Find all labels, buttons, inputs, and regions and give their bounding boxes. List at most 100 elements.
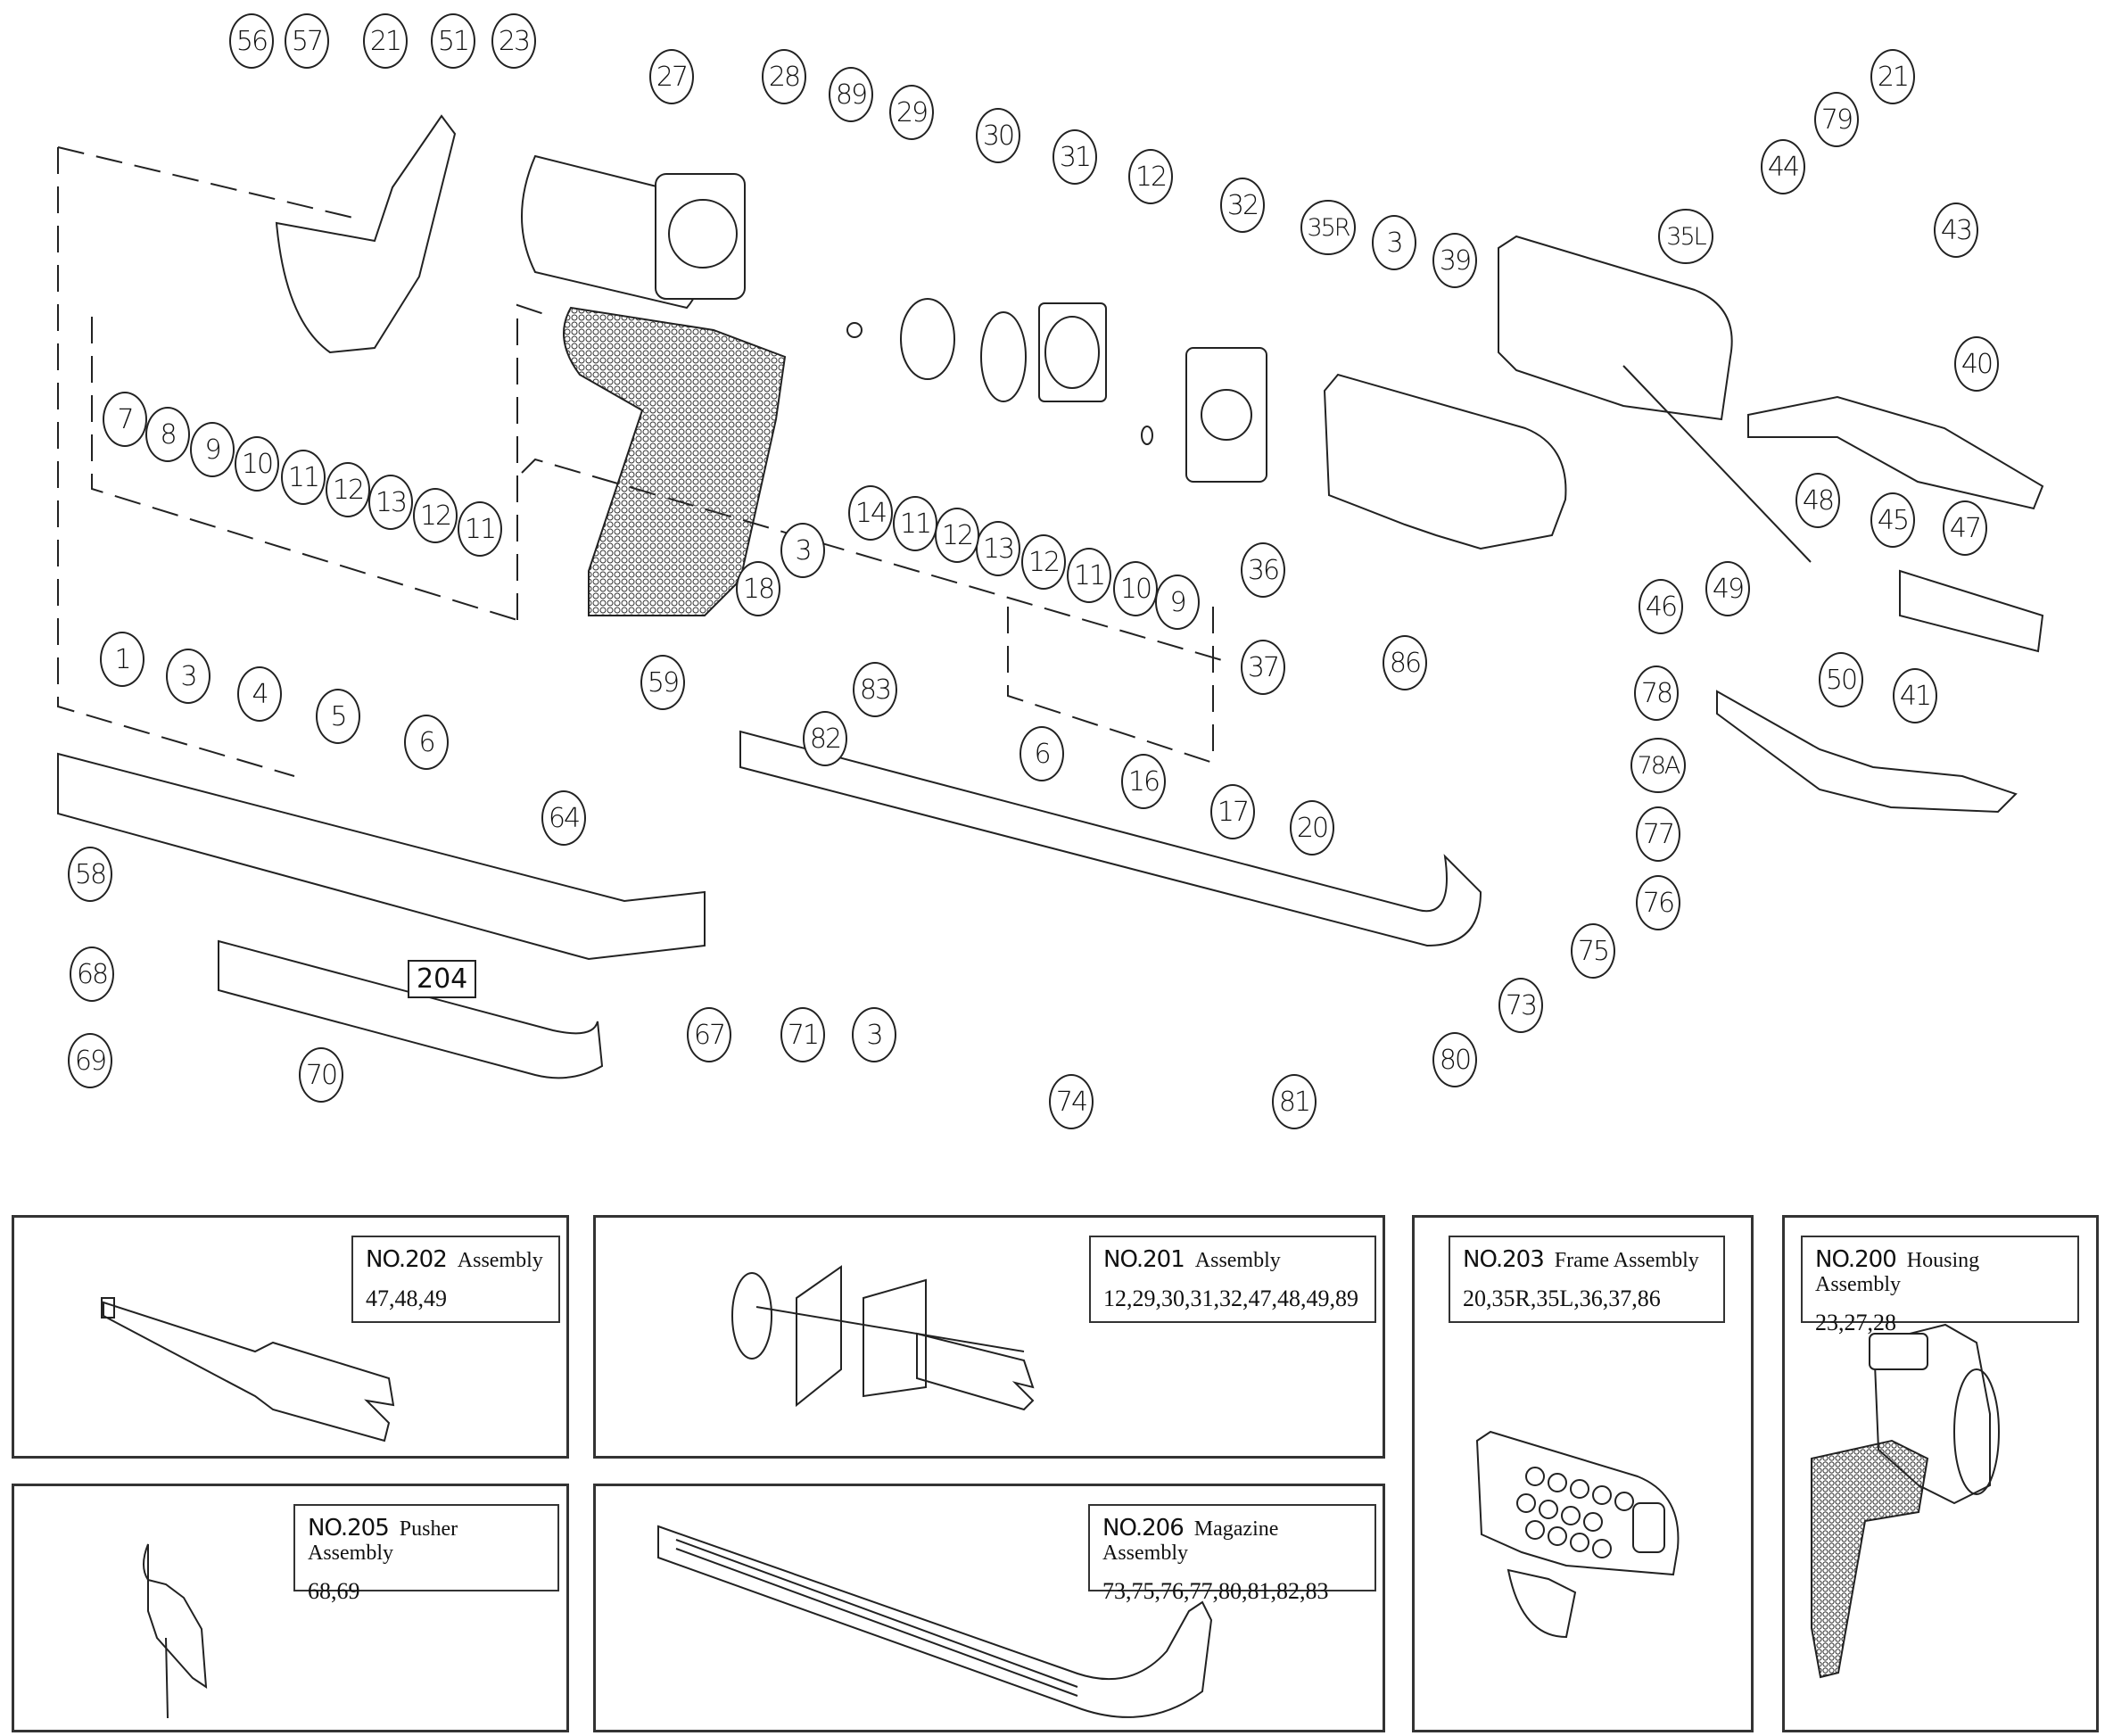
part-callout-9[interactable]: 9 [1155, 575, 1200, 630]
part-callout-12[interactable]: 12 [413, 488, 458, 543]
part-callout-82[interactable]: 82 [803, 711, 847, 766]
part-callout-64[interactable]: 64 [541, 790, 586, 846]
part-callout-37[interactable]: 37 [1241, 640, 1285, 695]
part-callout-31[interactable]: 31 [1052, 129, 1097, 185]
part-callout-11[interactable]: 11 [893, 496, 937, 551]
part-callout-9[interactable]: 9 [190, 422, 235, 477]
part-callout-6[interactable]: 6 [404, 715, 449, 770]
part-callout-10[interactable]: 10 [1113, 561, 1158, 616]
part-callout-79[interactable]: 79 [1814, 92, 1859, 147]
part-callout-41[interactable]: 41 [1893, 668, 1937, 723]
part-callout-47[interactable]: 47 [1943, 500, 1987, 556]
part-callout-81[interactable]: 81 [1272, 1074, 1317, 1129]
part-callout-30[interactable]: 30 [976, 108, 1020, 163]
part-callout-13[interactable]: 13 [976, 521, 1020, 576]
part-callout-21[interactable]: 21 [363, 13, 408, 69]
part-callout-21[interactable]: 21 [1870, 49, 1915, 104]
part-callout-20[interactable]: 20 [1290, 800, 1334, 856]
frame-plate-35R [1323, 373, 1567, 550]
part-callout-73[interactable]: 73 [1498, 978, 1543, 1033]
part-callout-4[interactable]: 4 [237, 666, 282, 722]
part-callout-57[interactable]: 57 [285, 13, 329, 69]
part-callout-77[interactable]: 77 [1636, 806, 1680, 862]
part-callout-68[interactable]: 68 [70, 947, 114, 1002]
part-callout-27[interactable]: 27 [649, 49, 694, 104]
pusher-assembly-illustration [143, 1543, 208, 1719]
parts-drawing [57, 114, 2044, 1079]
part-callout-83[interactable]: 83 [853, 662, 897, 717]
part-callout-3[interactable]: 3 [166, 649, 210, 704]
assembly-box-label-204[interactable]: 204 [408, 960, 477, 998]
part-callout-78[interactable]: 78 [1634, 665, 1679, 721]
part-callout-1[interactable]: 1 [100, 632, 144, 687]
part-callout-12[interactable]: 12 [935, 508, 979, 563]
part-callout-67[interactable]: 67 [687, 1007, 731, 1062]
part-callout-50[interactable]: 50 [1819, 652, 1863, 707]
part-callout-16[interactable]: 16 [1121, 754, 1166, 809]
assembly-number: NO.203 [1463, 1246, 1545, 1273]
part-callout-28[interactable]: 28 [762, 49, 806, 104]
part-callout-12[interactable]: 12 [1128, 149, 1173, 204]
part-callout-7[interactable]: 7 [103, 392, 147, 447]
part-callout-76[interactable]: 76 [1636, 875, 1680, 930]
part-callout-12[interactable]: 12 [1021, 534, 1066, 590]
part-callout-74[interactable]: 74 [1049, 1074, 1094, 1129]
part-callout-29[interactable]: 29 [889, 85, 934, 140]
part-callout-59[interactable]: 59 [640, 655, 685, 710]
part-callout-13[interactable]: 13 [368, 475, 413, 530]
part-callout-58[interactable]: 58 [68, 847, 112, 902]
part-callout-17[interactable]: 17 [1210, 784, 1255, 839]
part-callout-51[interactable]: 51 [431, 13, 475, 69]
part-callout-80[interactable]: 80 [1432, 1032, 1477, 1087]
part-callout-32[interactable]: 32 [1220, 178, 1265, 233]
part-callout-70[interactable]: 70 [299, 1047, 343, 1103]
assembly-name: Assembly [457, 1249, 543, 1272]
part-callout-11[interactable]: 11 [281, 450, 326, 505]
assembly-name: Assembly [1194, 1249, 1281, 1272]
part-callout-35L[interactable]: 35L [1658, 209, 1713, 264]
part-callout-3[interactable]: 3 [852, 1007, 896, 1062]
part-callout-11[interactable]: 11 [458, 501, 502, 557]
part-callout-78A[interactable]: 78A [1630, 738, 1686, 793]
part-callout-46[interactable]: 46 [1639, 579, 1683, 634]
assembly-parts: 23,27,28 [1815, 1310, 1896, 1335]
part-callout-8[interactable]: 8 [145, 407, 190, 462]
part-callout-36[interactable]: 36 [1241, 542, 1285, 598]
part-callout-48[interactable]: 48 [1795, 473, 1840, 528]
part-callout-44[interactable]: 44 [1761, 139, 1805, 194]
part-callout-75[interactable]: 75 [1571, 923, 1615, 979]
part-callout-14[interactable]: 14 [848, 485, 893, 541]
part-callout-3[interactable]: 3 [1372, 215, 1416, 270]
pusher-rail-204 [57, 752, 706, 961]
assembly-name: Pusher Assembly [308, 1517, 458, 1565]
part-callout-11[interactable]: 11 [1067, 548, 1111, 603]
part-callout-12[interactable]: 12 [326, 462, 370, 517]
part-callout-5[interactable]: 5 [316, 689, 360, 744]
part-callout-39[interactable]: 39 [1432, 233, 1477, 288]
part-callout-23[interactable]: 23 [491, 13, 536, 69]
part-callout-71[interactable]: 71 [780, 1007, 825, 1062]
part-callout-6[interactable]: 6 [1019, 726, 1064, 781]
part-callout-18[interactable]: 18 [736, 561, 780, 616]
part-callout-43[interactable]: 43 [1934, 203, 1978, 258]
part-callout-49[interactable]: 49 [1705, 561, 1750, 616]
assembly-parts: 68,69 [308, 1578, 360, 1604]
part-callout-3[interactable]: 3 [780, 523, 825, 578]
part-callout-56[interactable]: 56 [229, 13, 274, 69]
part-callout-10[interactable]: 10 [235, 436, 279, 492]
part-callout-35R[interactable]: 35R [1300, 200, 1356, 255]
part-callout-45[interactable]: 45 [1870, 492, 1915, 548]
part-callout-89[interactable]: 89 [829, 67, 873, 122]
part-callout-40[interactable]: 40 [1954, 336, 1999, 392]
part-callout-69[interactable]: 69 [68, 1033, 112, 1088]
part-callout-86[interactable]: 86 [1383, 635, 1427, 690]
